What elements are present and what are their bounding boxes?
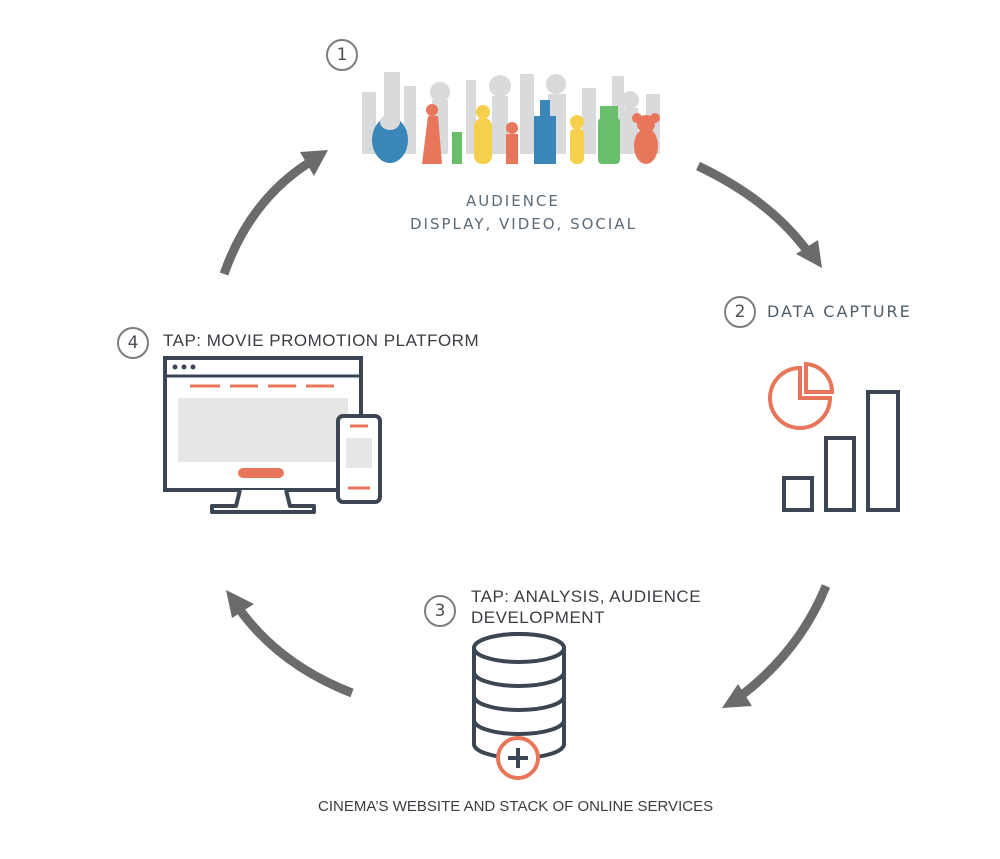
crowd-figure-orange-bear bbox=[632, 113, 660, 164]
arrow-data-to-database bbox=[722, 584, 831, 708]
step-3-number: 3 bbox=[424, 595, 456, 627]
mobile-phone-icon bbox=[336, 414, 382, 504]
step-4-number: 4 bbox=[117, 327, 149, 359]
step-1-number: 1 bbox=[326, 39, 358, 71]
step-3-title-line1: TAP: ANALYSIS, AUDIENCE bbox=[471, 587, 702, 606]
crowd-figure-orange bbox=[422, 104, 442, 164]
desktop-monitor-icon bbox=[163, 356, 363, 514]
crowd-figure-blue bbox=[372, 114, 408, 163]
crowd-figure-green-small bbox=[452, 132, 462, 164]
crowd-figure-yellow bbox=[474, 105, 492, 164]
crowd-figure-green-tall bbox=[598, 106, 620, 164]
arrow-audience-to-data bbox=[696, 161, 822, 268]
crowd-figure-blue-hat bbox=[534, 100, 556, 164]
bar-chart-icon bbox=[782, 390, 900, 512]
arrow-platform-to-audience bbox=[219, 150, 328, 276]
step-2-number: 2 bbox=[724, 296, 756, 328]
step-3-title-line2: DEVELOPMENT bbox=[471, 608, 605, 627]
step-3-caption: CINEMA’S WEBSITE AND STACK OF ONLINE SER… bbox=[318, 798, 714, 815]
plus-circle-icon bbox=[496, 736, 540, 780]
crowd-figure-yellow-small bbox=[570, 115, 584, 164]
step-2-title: DATA CAPTURE bbox=[767, 302, 912, 321]
step-1-subtitle: DISPLAY, VIDEO, SOCIAL bbox=[410, 215, 637, 233]
database-icon bbox=[472, 632, 566, 760]
pie-chart-icon bbox=[768, 361, 835, 430]
step-4-title: TAP: MOVIE PROMOTION PLATFORM bbox=[163, 331, 480, 350]
arrow-database-to-platform bbox=[226, 590, 354, 698]
crowd-figure-orange-small bbox=[506, 122, 518, 164]
step-1-title: AUDIENCE bbox=[466, 192, 560, 210]
